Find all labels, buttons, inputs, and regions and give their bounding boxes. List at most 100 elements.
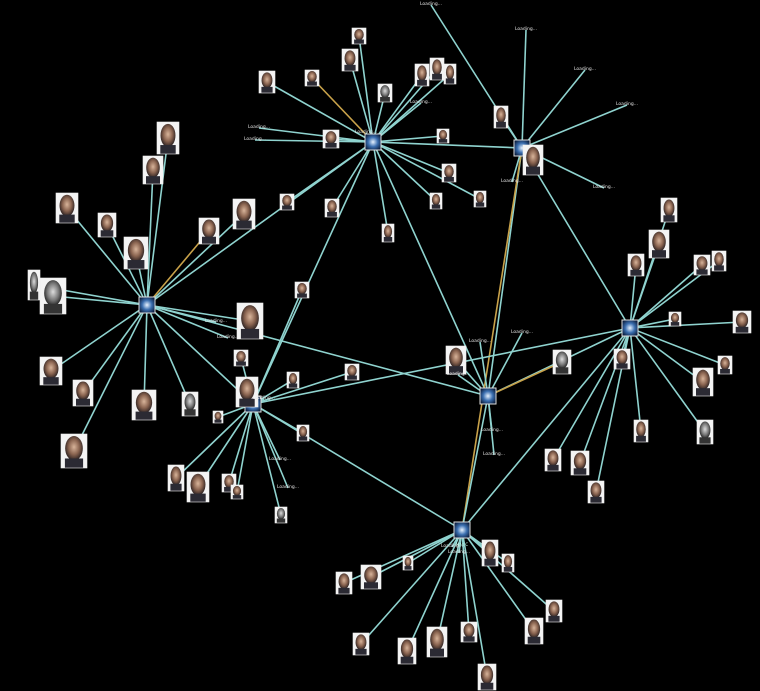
person-photo-node[interactable] (335, 571, 353, 595)
movie-node-h2[interactable] (364, 133, 382, 151)
person-photo-node[interactable] (587, 480, 605, 504)
edge-person-2 (66, 207, 148, 306)
person-photo-node[interactable] (711, 250, 727, 272)
person-photo-node[interactable] (72, 379, 94, 407)
person-photo-node[interactable] (627, 253, 645, 277)
person-photo-node[interactable] (414, 63, 430, 87)
movie-node-h7[interactable] (453, 521, 471, 539)
person-photo-node[interactable] (481, 539, 499, 567)
person-photo-node[interactable] (167, 464, 185, 492)
edge-person-7 (52, 295, 148, 306)
person-photo-node[interactable] (402, 555, 414, 571)
person-photo-node[interactable] (692, 367, 714, 397)
edge-person-18 (175, 403, 254, 479)
person-photo-node[interactable] (232, 198, 256, 230)
person-photo-node[interactable] (477, 663, 497, 691)
edge-loading-11 (487, 332, 523, 397)
person-photo-node[interactable] (524, 617, 544, 645)
person-photo-node[interactable] (97, 212, 117, 238)
person-photo-node[interactable] (27, 269, 41, 301)
edge-H1-H5 (146, 304, 489, 397)
person-photo-node[interactable] (235, 376, 259, 408)
person-photo-node[interactable] (351, 27, 367, 45)
edge-person-72 (461, 529, 470, 633)
person-photo-node[interactable] (377, 83, 393, 103)
edge-person-25 (252, 289, 303, 405)
person-photo-node[interactable] (648, 229, 670, 259)
person-photo-node[interactable] (544, 448, 562, 472)
person-photo-node[interactable] (426, 626, 448, 658)
person-photo-node[interactable] (460, 621, 478, 643)
person-photo-node[interactable] (613, 348, 631, 370)
person-photo-node[interactable] (39, 356, 63, 386)
person-photo-node[interactable] (545, 599, 563, 623)
person-photo-node[interactable] (696, 419, 714, 445)
person-photo-node[interactable] (233, 349, 249, 367)
person-photo-node[interactable] (445, 345, 467, 375)
edge-H2-H3 (372, 141, 523, 149)
person-photo-node[interactable] (429, 57, 445, 81)
person-photo-node[interactable] (60, 433, 88, 469)
person-photo-node[interactable] (441, 163, 457, 183)
person-photo-node[interactable] (198, 217, 220, 245)
person-photo-node[interactable] (436, 128, 450, 144)
edge-loading-3 (521, 104, 628, 149)
edge-person-9 (50, 304, 148, 372)
person-photo-node[interactable] (397, 637, 417, 665)
person-photo-node[interactable] (181, 391, 199, 417)
person-photo-node[interactable] (294, 281, 310, 299)
loading-label: Loading... (441, 543, 463, 549)
edge-person-54 (629, 327, 706, 433)
person-photo-node[interactable] (501, 553, 515, 573)
edge-person-58 (552, 327, 631, 461)
person-photo-node[interactable] (633, 419, 649, 443)
edge-person-27 (349, 59, 374, 143)
movie-node-h5[interactable] (479, 387, 497, 405)
person-photo-node[interactable] (123, 236, 149, 270)
person-photo-node[interactable] (660, 197, 678, 223)
person-photo-node[interactable] (212, 410, 224, 424)
person-photo-node[interactable] (274, 506, 288, 524)
person-photo-node[interactable] (39, 277, 67, 315)
person-photo-node[interactable] (304, 69, 320, 87)
person-photo-node[interactable] (344, 363, 360, 381)
person-photo-node[interactable] (522, 144, 544, 176)
person-photo-node[interactable] (55, 192, 79, 224)
person-photo-node[interactable] (352, 632, 370, 656)
person-photo-node[interactable] (279, 193, 295, 211)
loading-label: Loading... (501, 178, 523, 184)
person-photo-node[interactable] (443, 63, 457, 85)
person-photo-node[interactable] (186, 471, 210, 503)
person-photo-node[interactable] (473, 190, 487, 208)
movie-node-h1[interactable] (138, 296, 156, 314)
person-photo-node[interactable] (296, 424, 310, 442)
edge-H1-H6 (146, 304, 254, 405)
person-photo-node[interactable] (493, 105, 509, 129)
person-photo-node[interactable] (236, 302, 264, 340)
person-photo-node[interactable] (693, 254, 711, 276)
person-photo-node[interactable] (360, 564, 382, 590)
movie-node-h4[interactable] (621, 319, 639, 337)
person-photo-node[interactable] (668, 311, 682, 327)
loading-label: Loading... (277, 484, 299, 490)
edge-H3-H5 (487, 147, 523, 397)
person-photo-node[interactable] (258, 70, 276, 94)
person-photo-node[interactable] (156, 121, 180, 155)
person-photo-node[interactable] (381, 223, 395, 243)
person-photo-node[interactable] (142, 155, 164, 185)
loading-label: Loading... (248, 124, 270, 130)
edge-person-28 (266, 81, 374, 143)
person-photo-node[interactable] (230, 484, 244, 500)
person-photo-node[interactable] (732, 310, 752, 334)
person-photo-node[interactable] (552, 349, 572, 375)
person-photo-node[interactable] (341, 48, 359, 72)
person-photo-node[interactable] (717, 355, 733, 375)
person-photo-node[interactable] (286, 371, 300, 389)
person-photo-node[interactable] (131, 389, 157, 421)
edge-person-31 (372, 74, 423, 143)
person-photo-node[interactable] (322, 129, 340, 149)
person-photo-node[interactable] (324, 198, 340, 218)
person-photo-node[interactable] (429, 192, 443, 210)
person-photo-node[interactable] (570, 450, 590, 476)
